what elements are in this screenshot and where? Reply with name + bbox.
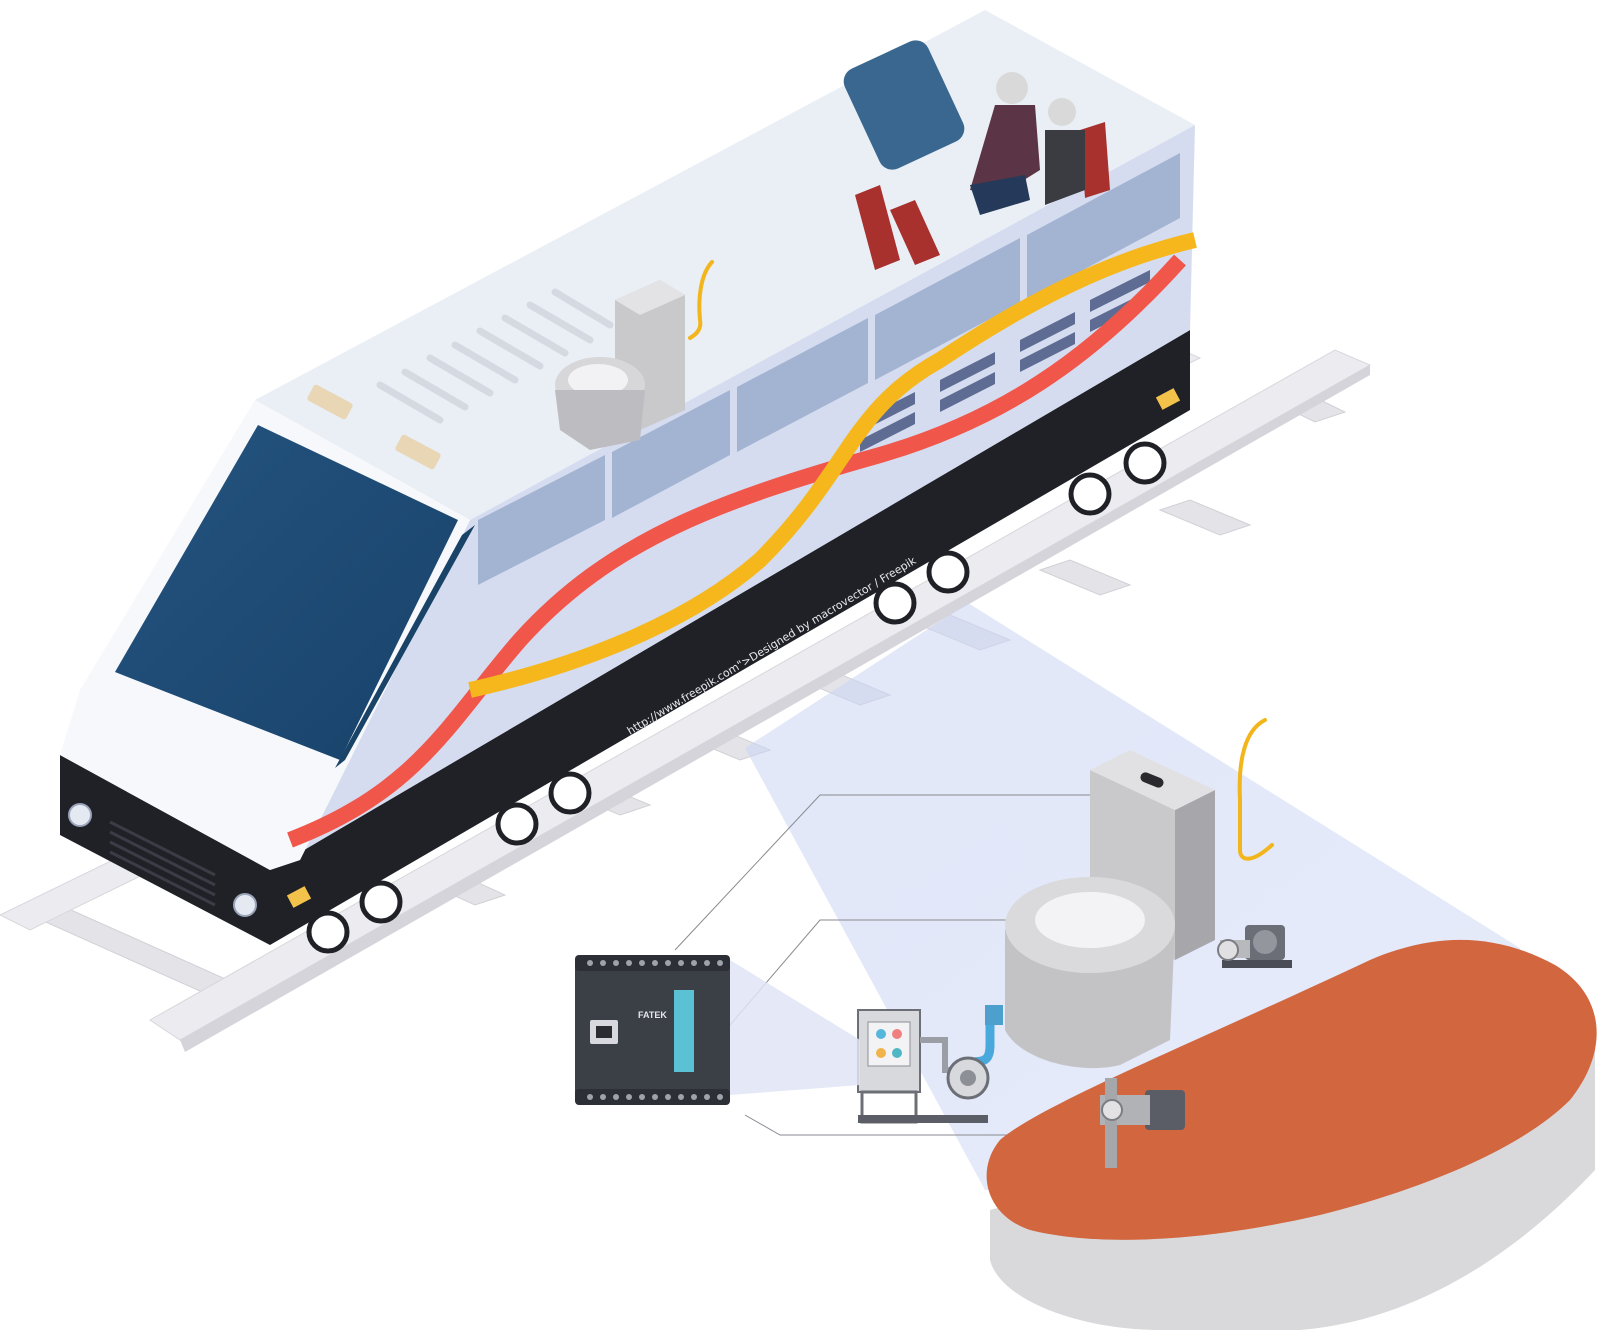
stripe-red bbox=[287, 254, 1186, 848]
pump-right bbox=[1217, 925, 1292, 968]
connector bbox=[744, 1114, 1085, 1136]
seat bbox=[855, 185, 900, 270]
pump-hub bbox=[960, 1070, 976, 1086]
side-window-front bbox=[335, 525, 475, 768]
toilet-tank-side bbox=[1175, 790, 1215, 960]
headlight bbox=[68, 803, 92, 827]
indicator-light bbox=[876, 1048, 886, 1058]
grille bbox=[1090, 270, 1150, 312]
seat bbox=[1080, 122, 1110, 198]
train-grab-bar bbox=[688, 260, 714, 340]
roof-window bbox=[843, 40, 965, 170]
windshield bbox=[115, 425, 458, 760]
tank-top bbox=[986, 939, 1597, 1240]
pump-base bbox=[858, 1115, 988, 1123]
control-panel bbox=[867, 1021, 911, 1067]
passenger-head bbox=[1048, 98, 1076, 126]
pipe-valve bbox=[985, 1005, 1003, 1025]
window-panel bbox=[737, 318, 868, 452]
indicator-light bbox=[892, 1048, 902, 1058]
wheel bbox=[306, 910, 350, 954]
wheel bbox=[495, 802, 539, 846]
indicator-light bbox=[876, 1029, 886, 1039]
train-car: http://www.freepik.com">Designed by macr… bbox=[60, 10, 1197, 954]
wheel bbox=[873, 581, 917, 625]
side-windows bbox=[478, 153, 1180, 585]
wheel bbox=[926, 550, 970, 594]
wheel bbox=[1068, 472, 1112, 516]
grille bbox=[860, 412, 915, 452]
grab-bar bbox=[1237, 718, 1274, 861]
roof-vents bbox=[376, 288, 614, 424]
marker-light bbox=[286, 886, 312, 908]
ethernet-port-socket bbox=[596, 1026, 612, 1038]
wheels bbox=[306, 441, 1167, 954]
waste-tank bbox=[986, 939, 1597, 1330]
grille bbox=[1020, 312, 1075, 352]
plc-terminals bbox=[587, 960, 723, 1100]
passengers bbox=[970, 72, 1085, 215]
pump-bottom bbox=[1100, 1078, 1185, 1168]
grille bbox=[1020, 332, 1075, 372]
grille bbox=[940, 372, 995, 412]
train-toilet bbox=[555, 280, 685, 450]
control-box-assembly bbox=[857, 1009, 990, 1124]
wheel bbox=[548, 771, 592, 815]
grille bbox=[940, 352, 995, 392]
flush-button bbox=[1140, 772, 1164, 788]
seat bbox=[890, 200, 940, 265]
indicator-light bbox=[892, 1029, 902, 1039]
roof-light bbox=[307, 384, 353, 420]
marker-light bbox=[1155, 388, 1181, 410]
rail-right-shadow bbox=[180, 365, 1370, 1052]
passenger-head bbox=[996, 72, 1028, 104]
seats bbox=[855, 122, 1110, 270]
window-panel bbox=[1027, 153, 1180, 300]
toilet-unit bbox=[1005, 750, 1215, 1069]
stripe-yellow bbox=[468, 232, 1197, 698]
passenger-body bbox=[1045, 130, 1085, 205]
plc-controller: FATEK bbox=[575, 955, 860, 1105]
headlight bbox=[233, 893, 257, 917]
plc-brand-label: FATEK bbox=[638, 1010, 667, 1020]
sleeper bbox=[1038, 559, 1132, 596]
plc-accent-strip bbox=[674, 990, 694, 1072]
window-panel bbox=[478, 455, 605, 585]
passenger-body bbox=[970, 105, 1040, 195]
sleeper bbox=[1158, 499, 1252, 536]
toilet-seat-opening bbox=[1035, 892, 1145, 948]
wheel bbox=[1123, 441, 1167, 485]
window-panel bbox=[875, 238, 1020, 380]
passenger-legs bbox=[970, 175, 1030, 215]
connector bbox=[674, 794, 1105, 951]
roof-light bbox=[395, 434, 441, 470]
plc-projection-beam bbox=[730, 960, 860, 1095]
window-panel bbox=[612, 390, 730, 518]
wheel bbox=[359, 880, 403, 924]
front-grille bbox=[109, 820, 216, 907]
